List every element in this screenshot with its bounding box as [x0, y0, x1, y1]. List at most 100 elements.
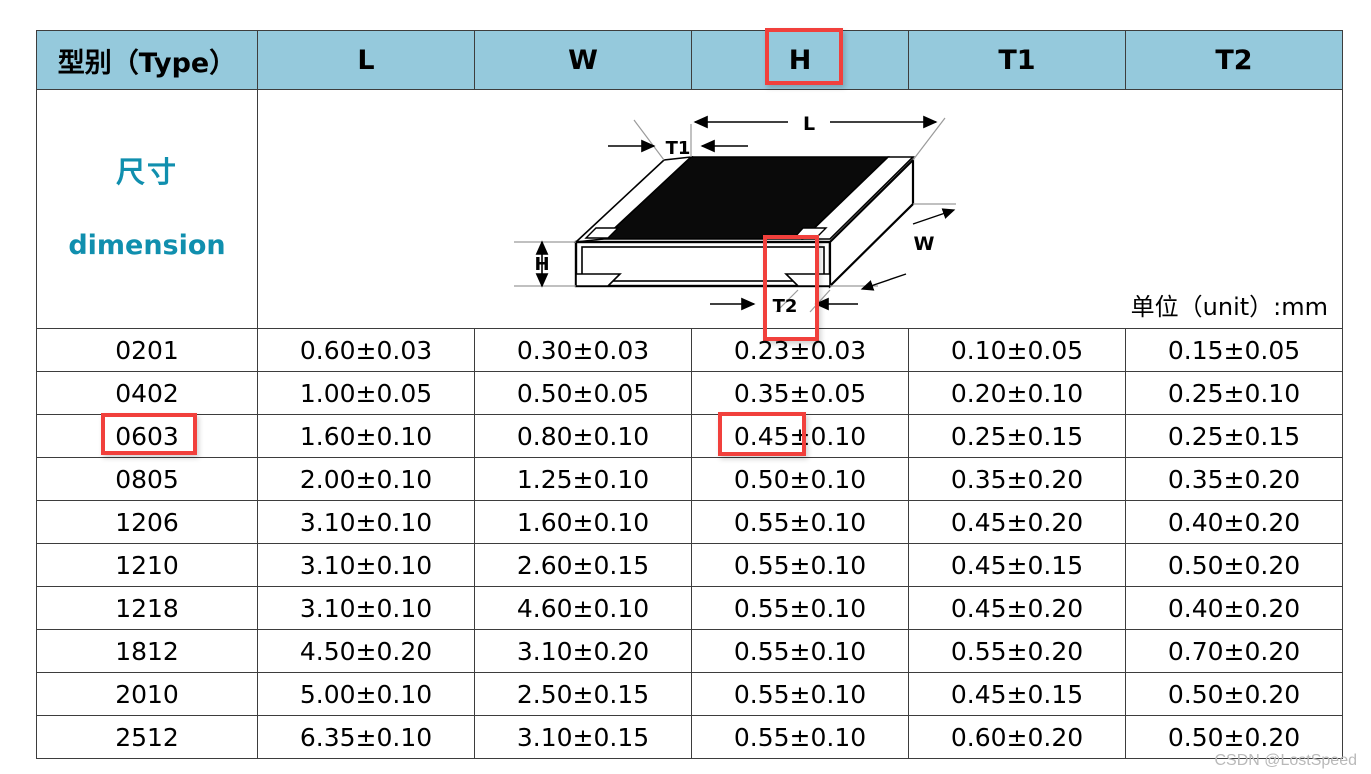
- cell-t2: 0.25±0.10: [1125, 371, 1343, 415]
- column-header-t2: T2: [1125, 30, 1343, 90]
- cell-w: 3.10±0.15: [474, 715, 692, 759]
- cell-h: 0.23±0.03: [691, 328, 909, 372]
- cell-value: 0.45±0.20: [950, 593, 1084, 623]
- cell-value: 2.50±0.15: [516, 679, 650, 709]
- cell-w: 3.10±0.20: [474, 629, 692, 673]
- cell-value: 0.35±0.20: [950, 464, 1084, 494]
- cell-type: 1218: [36, 586, 258, 630]
- cell-type: 0402: [36, 371, 258, 415]
- cell-t2: 0.70±0.20: [1125, 629, 1343, 673]
- cell-value: 0.55±0.20: [950, 636, 1084, 666]
- cell-t1: 0.20±0.10: [908, 371, 1126, 415]
- cell-l: 5.00±0.10: [257, 672, 475, 716]
- cell-h: 0.55±0.10: [691, 672, 909, 716]
- svg-text:W: W: [914, 233, 935, 255]
- cell-h: 0.55±0.10: [691, 543, 909, 587]
- column-header-w-label: W: [568, 44, 598, 76]
- cell-value: 4.50±0.20: [299, 636, 433, 666]
- cell-type: 1210: [36, 543, 258, 587]
- cell-value: 6.35±0.10: [299, 722, 433, 752]
- highlight-box-header-h: [764, 27, 843, 85]
- cell-l: 1.00±0.05: [257, 371, 475, 415]
- cell-t2: 0.15±0.05: [1125, 328, 1343, 372]
- cell-value: 3.10±0.15: [516, 722, 650, 752]
- cell-t1: 0.35±0.20: [908, 457, 1126, 501]
- cell-w: 2.50±0.15: [474, 672, 692, 716]
- cell-t2: 0.50±0.20: [1125, 672, 1343, 716]
- cell-type: 2010: [36, 672, 258, 716]
- cell-value: 1812: [115, 636, 179, 666]
- cell-value: 0.23±0.03: [733, 335, 867, 365]
- cell-value: 2010: [115, 679, 179, 709]
- cell-value: 0.25±0.15: [950, 421, 1084, 451]
- cell-t2: 0.35±0.20: [1125, 457, 1343, 501]
- cell-value: 0.50±0.05: [516, 378, 650, 408]
- column-header-w: W: [474, 30, 692, 90]
- cell-value: 0.55±0.10: [733, 507, 867, 537]
- table-row: 0805 2.00±0.10 1.25±0.10 0.50±0.10 0.35±0.20…: [36, 457, 1343, 501]
- cell-value: 0805: [115, 464, 179, 494]
- cell-value: 0.15±0.05: [1167, 335, 1301, 365]
- column-header-l: L: [257, 30, 475, 90]
- svg-text:H: H: [534, 254, 549, 275]
- table-header-row: 型别（Type） L W H T1 T2: [36, 27, 1343, 90]
- cell-value: 1.25±0.10: [516, 464, 650, 494]
- cell-value: 0.40±0.20: [1167, 507, 1301, 537]
- cell-w: 0.80±0.10: [474, 414, 692, 458]
- cell-value: 0201: [115, 335, 179, 365]
- cell-value: 0.60±0.20: [950, 722, 1084, 752]
- cell-value: 0.35±0.05: [733, 378, 867, 408]
- cell-value: 0.45±0.15: [950, 550, 1084, 580]
- cell-l: 3.10±0.10: [257, 500, 475, 544]
- column-header-h-label: H: [764, 27, 843, 85]
- cell-value: 1206: [115, 507, 179, 537]
- cell-l: 2.00±0.10: [257, 457, 475, 501]
- cell-type: 2512: [36, 715, 258, 759]
- cell-h: 0.55±0.10: [691, 586, 909, 630]
- cell-value: 0402: [115, 378, 179, 408]
- cell-t1: 0.10±0.05: [908, 328, 1126, 372]
- cell-t1: 0.45±0.15: [908, 543, 1126, 587]
- cell-value: 0603: [101, 412, 198, 455]
- cell-value: 0.35±0.20: [1167, 464, 1301, 494]
- table-body: 0201 0.60±0.03 0.30±0.03 0.23±0.03 0.10±0.05…: [36, 328, 1343, 759]
- cell-t2: 0.25±0.15: [1125, 414, 1343, 458]
- cell-t2: 0.50±0.20: [1125, 543, 1343, 587]
- cell-value: 0.50±0.20: [1167, 550, 1301, 580]
- column-header-t1-label: T1: [998, 44, 1036, 76]
- unit-note: 单位（unit）:mm: [1130, 293, 1328, 321]
- cell-w: 1.60±0.10: [474, 500, 692, 544]
- cell-value: 5.00±0.10: [299, 679, 433, 709]
- cell-value: 0.55±0.10: [733, 722, 867, 752]
- svg-text:L: L: [803, 113, 815, 135]
- cell-t1: 0.25±0.15: [908, 414, 1126, 458]
- page-title-zh: 尺寸: [115, 155, 178, 190]
- cell-h: 0.55±0.10: [691, 500, 909, 544]
- cell-value: 0.60±0.03: [299, 335, 433, 365]
- cell-value: 0.80±0.10: [516, 421, 650, 451]
- cell-l: 0.60±0.03: [257, 328, 475, 372]
- cell-value: 1218: [115, 593, 179, 623]
- cell-w: 1.25±0.10: [474, 457, 692, 501]
- svg-text:T1: T1: [666, 138, 691, 159]
- cell-t1: 0.55±0.20: [908, 629, 1126, 673]
- cell-value: 0.55±0.10: [733, 679, 867, 709]
- cell-value: 2.60±0.15: [516, 550, 650, 580]
- cell-h: 0.55±0.10: [691, 629, 909, 673]
- cell-l: 4.50±0.20: [257, 629, 475, 673]
- cell-value: 0.30±0.03: [516, 335, 650, 365]
- cell-value: 3.10±0.10: [299, 507, 433, 537]
- smd-chip-3d-diagram: L T1 W H: [514, 113, 956, 316]
- table-row: 0402 1.00±0.05 0.50±0.05 0.35±0.05 0.20±0.10…: [36, 371, 1343, 415]
- cell-l: 3.10±0.10: [257, 543, 475, 587]
- cell-value: 0.50±0.10: [733, 464, 867, 494]
- cell-w: 0.30±0.03: [474, 328, 692, 372]
- cell-value: 0.55±0.10: [733, 636, 867, 666]
- cell-t2: 0.40±0.20: [1125, 500, 1343, 544]
- page-title-en: dimension: [68, 230, 226, 262]
- column-header-t1: T1: [908, 30, 1126, 90]
